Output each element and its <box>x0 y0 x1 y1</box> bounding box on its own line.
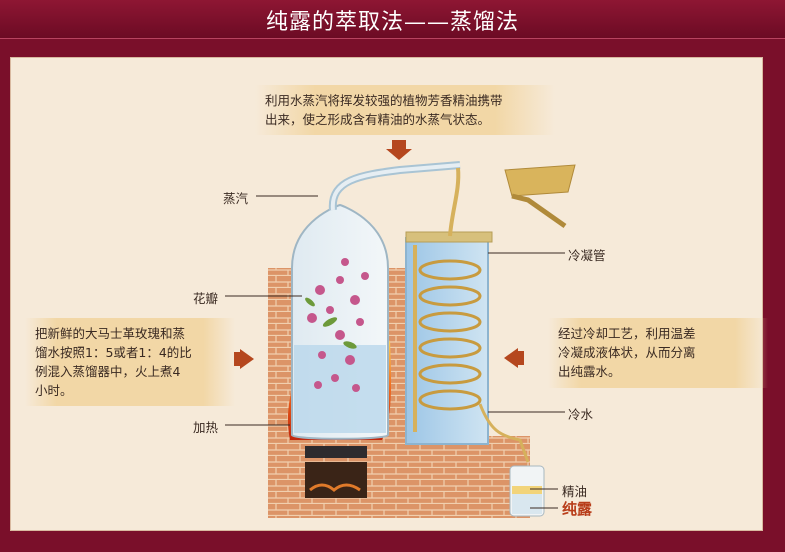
note-line: 冷凝成液体状，从而分离 <box>558 345 696 360</box>
page-title: 纯露的萃取法——蒸馏法 <box>265 10 519 35</box>
note-line: 经过冷却工艺，利用温差 <box>558 326 696 341</box>
label-heating: 加热 <box>193 420 219 435</box>
water-funnel <box>504 164 576 229</box>
title-banner <box>0 0 785 39</box>
arrow-right-icon <box>234 349 254 369</box>
label-cold-water: 冷水 <box>568 407 594 422</box>
note-line: 例混入蒸馏器中，火上煮4 <box>35 364 181 379</box>
label-steam: 蒸汽 <box>223 191 249 206</box>
leaves <box>305 297 357 349</box>
rose-petals <box>307 258 369 392</box>
note-line: 馏水按照1：5或者1：4的比 <box>35 345 192 360</box>
label-essential-oil: 精油 <box>562 484 588 499</box>
steam-description: 利用水蒸汽将挥发较强的植物芳香精油携带 出来，使之形成含有精油的水蒸气状态。 <box>255 85 555 135</box>
arrow-down-icon <box>386 140 412 160</box>
note-line: 出来，使之形成含有精油的水蒸气状态。 <box>265 112 491 127</box>
label-petals: 花瓣 <box>193 291 219 306</box>
arrow-left-icon <box>504 348 524 368</box>
collection-jar <box>509 465 545 517</box>
note-line: 利用水蒸汽将挥发较强的植物芳香精油携带 <box>265 93 503 108</box>
still-flask <box>291 161 461 440</box>
note-line: 把新鲜的大马士革玫瑰和蒸 <box>35 326 186 341</box>
leader-lines <box>225 195 565 509</box>
label-condenser: 冷凝管 <box>568 248 606 263</box>
note-line: 出纯露水。 <box>558 364 621 379</box>
mixing-description: 把新鲜的大马士革玫瑰和蒸 馏水按照1：5或者1：4的比 例混入蒸馏器中，火上煮4… <box>25 318 235 406</box>
label-hydrosol: 纯露 <box>562 500 593 518</box>
note-line: 小时。 <box>35 383 73 398</box>
condenser <box>405 167 530 463</box>
cooling-description: 经过冷却工艺，利用温差 冷凝成液体状，从而分离 出纯露水。 <box>548 318 768 388</box>
